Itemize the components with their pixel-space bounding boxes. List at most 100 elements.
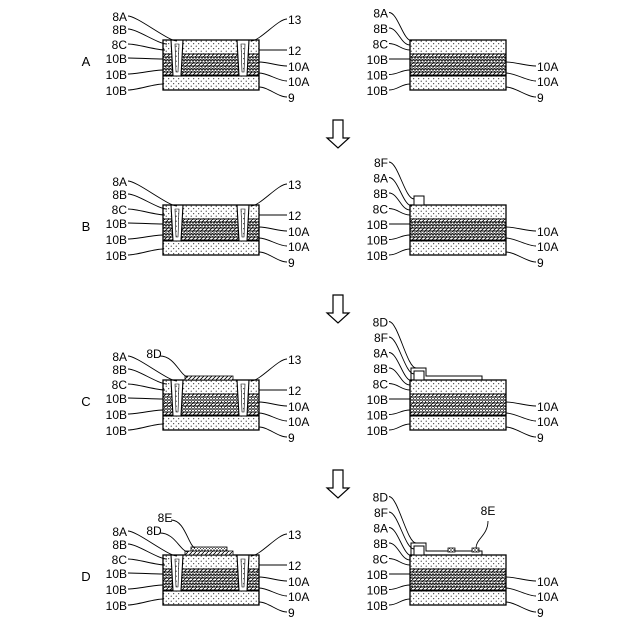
leader-line: [389, 353, 412, 382]
top-layer: [410, 380, 506, 394]
leader-line: [259, 73, 287, 81]
label-10A: 10A: [288, 400, 309, 414]
label-8F: 8F: [374, 506, 388, 520]
leader-line: [389, 497, 416, 544]
label-8A: 8A: [373, 522, 388, 536]
label-8B: 8B: [373, 537, 388, 551]
label-10A: 10A: [288, 590, 309, 604]
leader-line: [251, 359, 287, 381]
trench-fill: [175, 209, 179, 237]
leader-line: [128, 559, 165, 565]
leader-line: [128, 249, 163, 255]
label-10A: 10A: [288, 240, 309, 254]
label-10B: 10B: [106, 567, 127, 581]
leader-line: [251, 534, 287, 556]
leader-line: [389, 249, 410, 255]
label-9: 9: [537, 256, 544, 270]
leader-line: [389, 84, 410, 90]
label-13: 13: [288, 13, 302, 27]
trench-fill: [241, 384, 245, 412]
leader-line: [128, 599, 163, 605]
label-8A: 8A: [373, 347, 388, 361]
label-10A: 10A: [288, 575, 309, 589]
label-10B: 10B: [106, 392, 127, 406]
leader-line: [389, 28, 410, 45]
leader-line: [259, 427, 287, 437]
leader-line: [128, 384, 165, 390]
substrate: [163, 416, 259, 430]
label-8B: 8B: [112, 23, 127, 37]
label-8D: 8D: [146, 347, 162, 361]
leader-line: [476, 521, 488, 548]
label-10A: 10A: [288, 225, 309, 239]
label-10A: 10A: [537, 575, 558, 589]
leader-line: [389, 585, 410, 590]
leader-line: [389, 322, 416, 369]
substrate: [410, 241, 506, 255]
leader-line: [389, 193, 410, 210]
down-arrow-icon: [327, 470, 349, 498]
label-10A: 10A: [537, 415, 558, 429]
row-A: A8A8B8C10B10B10B131210A10A98A8B8C10B10B1…: [82, 7, 559, 106]
leader-line: [389, 70, 410, 75]
label-8C: 8C: [373, 553, 389, 567]
leader-line: [506, 252, 536, 262]
leader-line: [389, 528, 412, 557]
leader-line: [506, 588, 536, 596]
leader-line: [259, 62, 287, 66]
step-label: D: [81, 569, 90, 584]
label-10A: 10A: [537, 400, 558, 414]
label-8F: 8F: [374, 331, 388, 345]
label-8C: 8C: [112, 378, 128, 392]
label-10B: 10B: [367, 69, 388, 83]
label-8E: 8E: [158, 511, 173, 525]
label-10B: 10B: [106, 408, 127, 422]
leader-line: [506, 87, 536, 97]
label-8C: 8C: [373, 203, 389, 217]
label-8E: 8E: [481, 504, 496, 518]
label-10B: 10B: [106, 583, 127, 597]
trench-fill: [175, 44, 179, 72]
leader-line: [128, 410, 163, 414]
leader-line: [259, 87, 287, 97]
leader-line: [259, 588, 287, 596]
label-12: 12: [288, 384, 302, 398]
leader-line: [251, 184, 287, 206]
leader-line: [128, 58, 163, 59]
pad-8F: [414, 196, 424, 205]
layer-8E: [472, 548, 479, 552]
leader-line: [506, 577, 536, 581]
leader-line: [389, 178, 412, 207]
leader-line: [389, 235, 410, 240]
label-10B: 10B: [106, 84, 127, 98]
top-layer: [410, 205, 506, 219]
leader-line: [506, 427, 536, 437]
label-8C: 8C: [373, 378, 389, 392]
leader-line: [128, 369, 167, 384]
leader-line: [506, 227, 536, 231]
label-8A: 8A: [112, 175, 127, 189]
substrate: [410, 76, 506, 90]
layer-8D: [185, 376, 233, 380]
leader-line: [389, 424, 410, 430]
label-10A: 10A: [288, 60, 309, 74]
leader-line: [128, 44, 165, 50]
label-8A: 8A: [373, 172, 388, 186]
leader-line: [259, 252, 287, 262]
layer-8D: [185, 551, 233, 555]
step-label: B: [82, 219, 91, 234]
label-9: 9: [288, 431, 295, 445]
substrate: [163, 591, 259, 605]
label-9: 9: [537, 606, 544, 620]
leader-line: [389, 410, 410, 415]
leader-line: [128, 585, 163, 589]
leader-line: [259, 602, 287, 612]
trench-fill: [175, 559, 179, 587]
leader-line: [128, 194, 167, 209]
label-13: 13: [288, 528, 302, 542]
label-8A: 8A: [373, 7, 388, 21]
layer-8E: [191, 547, 227, 551]
label-8B: 8B: [112, 188, 127, 202]
label-9: 9: [288, 606, 295, 620]
